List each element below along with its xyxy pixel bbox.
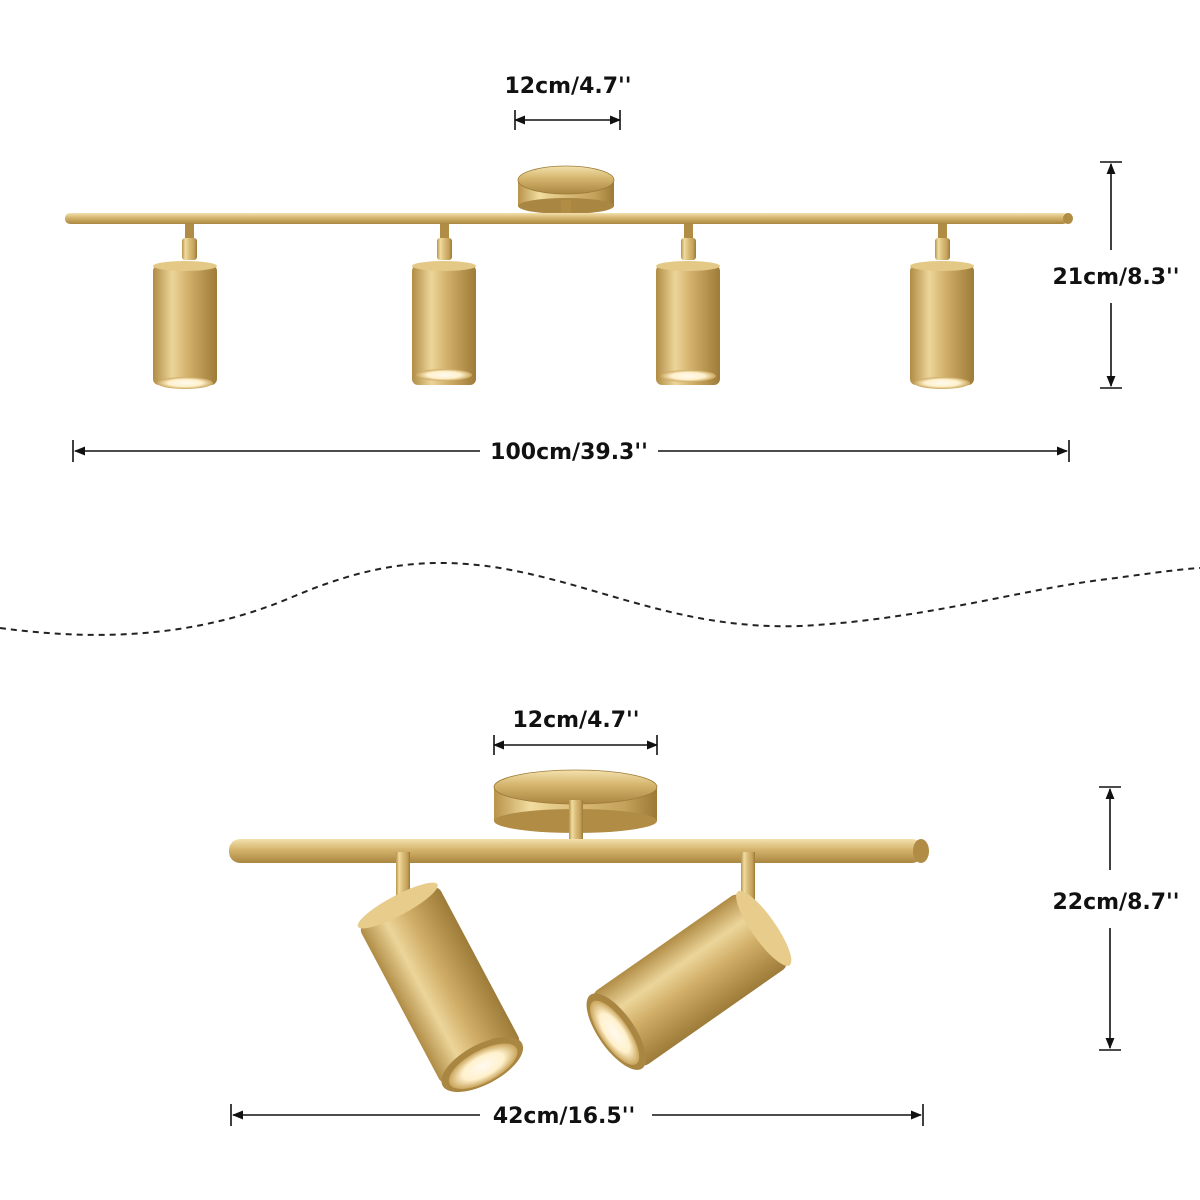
spotlight-bottom-left: [357, 852, 524, 1092]
height-label-top: 21cm/8.3'': [1052, 265, 1179, 290]
base-width-label-top: 12cm/4.7'': [504, 74, 631, 99]
base-width-dimension-top: 12cm/4.7'': [504, 74, 632, 130]
spotlight-top-2: [412, 224, 476, 385]
four-light-fixture-section: 12cm/4.7'': [65, 74, 1180, 465]
length-label-top: 100cm/39.3'': [490, 440, 648, 465]
height-dimension-bottom: 22cm/8.7'': [1052, 786, 1180, 1051]
ceiling-canopy-bottom: [493, 769, 658, 840]
dashed-wave-separator: [0, 561, 1200, 636]
length-dimension-bottom: 42cm/16.5'': [230, 1104, 924, 1129]
spotlight-top-3: [656, 224, 720, 385]
spotlight-top-1: [153, 224, 217, 389]
track-rail-top: [65, 213, 1073, 224]
track-rail-bottom: [229, 839, 929, 863]
ceiling-canopy-top: [517, 165, 615, 214]
length-label-bottom: 42cm/16.5'': [493, 1104, 635, 1129]
length-dimension-top: 100cm/39.3'': [72, 440, 1070, 465]
base-width-dimension-bottom: 12cm/4.7'': [492, 708, 659, 755]
height-label-bottom: 22cm/8.7'': [1052, 890, 1179, 915]
spotlight-top-4: [910, 224, 974, 389]
spotlight-bottom-right: [586, 852, 792, 1070]
base-width-label-bottom: 12cm/4.7'': [512, 708, 639, 733]
height-dimension-top: 21cm/8.3'': [1052, 161, 1180, 389]
two-light-fixture-section: 12cm/4.7'': [229, 708, 1180, 1129]
